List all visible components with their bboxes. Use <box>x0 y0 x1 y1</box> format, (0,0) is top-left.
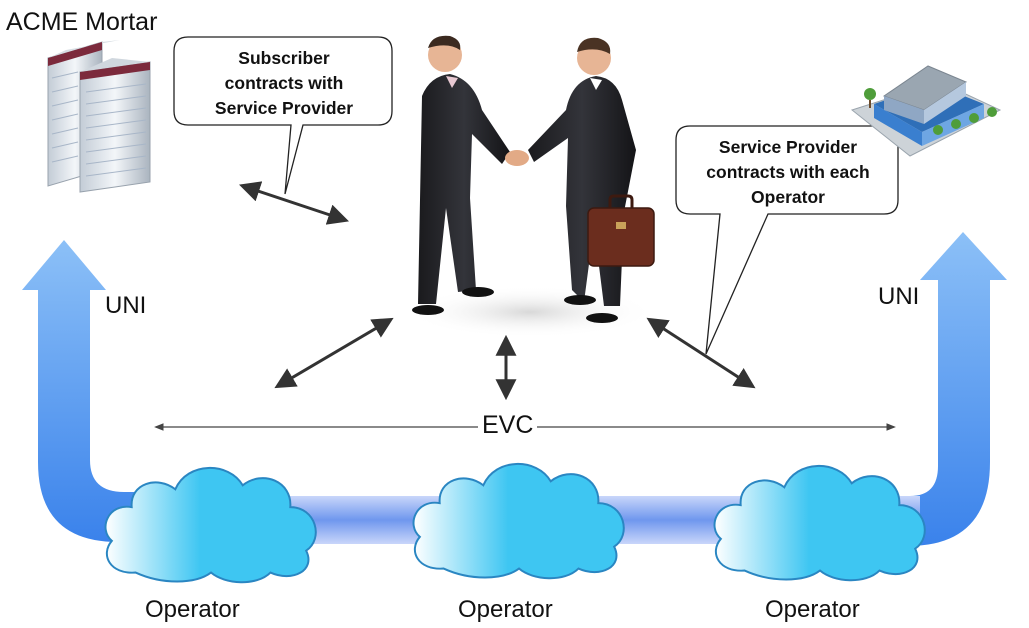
office-tower-icon <box>47 40 151 193</box>
provider-callout-line-3: Operator <box>751 187 825 207</box>
operator1-contract-arrow <box>274 317 394 389</box>
operator-cloud-1 <box>104 466 317 584</box>
subscriber-callout <box>173 36 393 195</box>
operator-cloud-2 <box>412 462 625 580</box>
subscriber-callout-line-2: contracts with <box>224 73 344 93</box>
company-name-label: ACME Mortar <box>6 8 158 36</box>
operator-label-2: Operator <box>458 596 553 623</box>
provider-callout-line-2: contracts with each <box>706 162 870 182</box>
operator-label-1: Operator <box>145 596 240 623</box>
uni-right-label: UNI <box>878 283 920 310</box>
provider-callout-line-1: Service Provider <box>718 137 858 157</box>
operator3-contract-arrow <box>646 317 756 389</box>
provider-callout-text: Service Provider contracts with each Ope… <box>678 135 898 210</box>
subscriber-callout-line-1: Subscriber <box>238 48 330 68</box>
operator-cloud-3 <box>713 464 926 582</box>
businessmen-handshake-icon <box>405 35 655 338</box>
suburban-office-icon <box>850 65 1002 157</box>
uni-arrow-right <box>860 232 1007 546</box>
uni-left-label: UNI <box>105 292 147 319</box>
uni-arrow-left <box>22 240 160 542</box>
subscriber-contract-arrow <box>239 181 349 225</box>
subscriber-callout-text: Subscriber contracts with Service Provid… <box>176 46 392 121</box>
evc-label: EVC <box>478 411 538 440</box>
subscriber-callout-line-3: Service Provider <box>214 98 354 118</box>
operator-label-3: Operator <box>765 596 860 623</box>
